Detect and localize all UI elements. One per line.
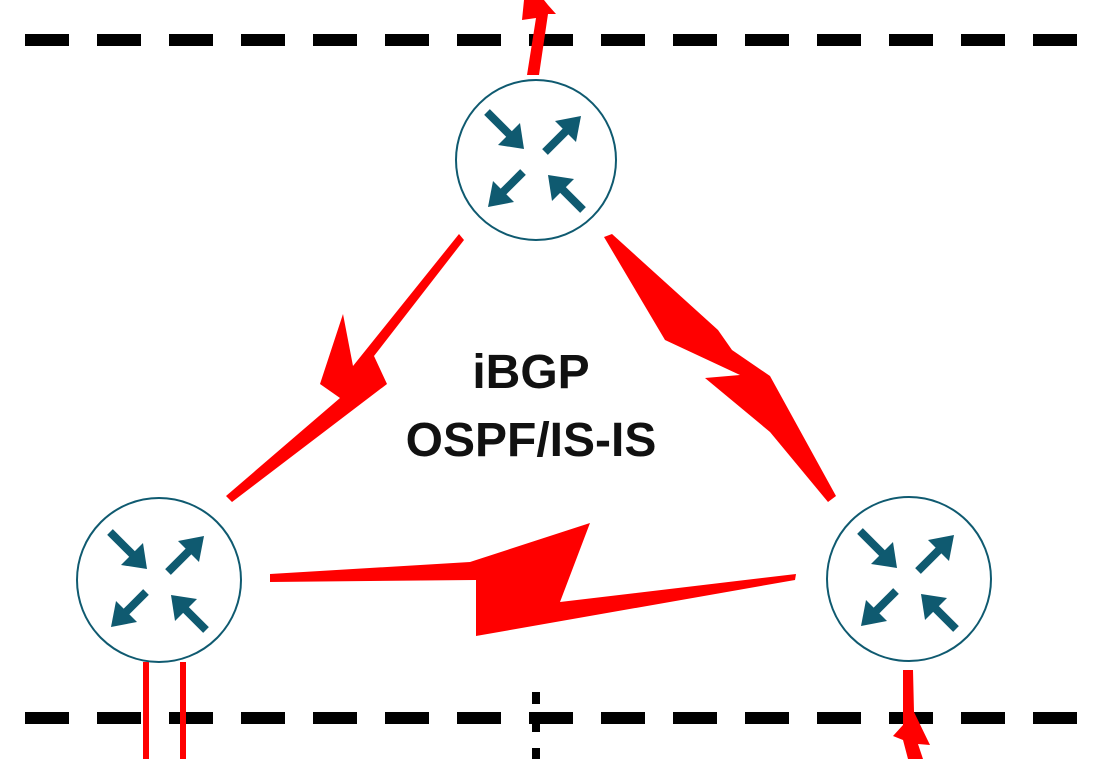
router-icon — [484, 109, 586, 213]
link-top-right — [604, 234, 836, 502]
router-right[interactable] — [826, 496, 992, 662]
router-left[interactable] — [76, 497, 242, 663]
protocol-label-line2: OSPF/IS-IS — [406, 414, 657, 467]
link-top-left — [226, 234, 464, 502]
external-link-left — [143, 662, 186, 759]
external-link-right — [893, 670, 930, 759]
router-top[interactable] — [455, 79, 617, 241]
router-icon — [107, 529, 209, 633]
external-link-top — [522, 0, 556, 75]
protocol-label-line1: iBGP — [472, 346, 589, 399]
router-icon — [857, 528, 959, 632]
link-left-right — [270, 523, 796, 636]
